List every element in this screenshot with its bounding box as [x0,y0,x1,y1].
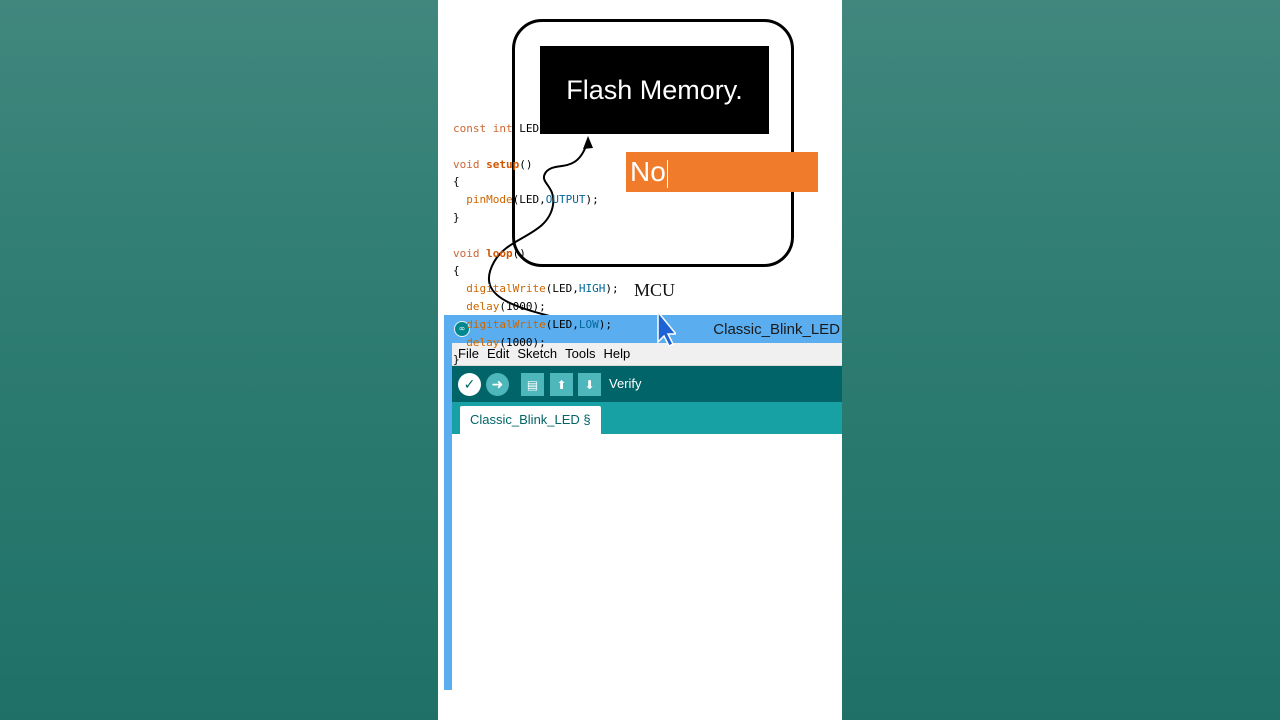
code-line: delay(1000); [466,299,546,313]
flash-memory-label: Flash Memory. [566,74,743,105]
code-line: } [453,210,460,224]
menu-sketch[interactable]: Sketch [517,346,558,361]
background-left [0,0,438,720]
code-line: delay(1000); [466,335,546,349]
video-frame: Flash Memory. No MCU ∞ Classic_Blink_LED… [438,0,842,720]
code-line [453,227,619,245]
new-button[interactable]: ▤ [521,373,544,396]
arduino-logo-icon: ∞ [454,321,470,337]
new-file-icon: ▤ [526,377,539,392]
verify-button[interactable]: ✓ [458,373,481,396]
typing-text: No [630,156,666,187]
upload-button[interactable]: ➜ [486,373,509,396]
code-line: void loop() [453,246,526,260]
text-caret [666,159,668,188]
background-right [842,0,1280,720]
window-title: Classic_Blink_LED [713,321,840,338]
open-arrow-up-icon: ⬆ [556,377,567,392]
toolbar: ✓ ➜ ▤ ⬆ ⬇ Verify [452,366,842,402]
code-line: { [453,264,460,278]
code-line: { [453,175,460,189]
code-editor[interactable]: const int LED = 13; void setup() { pinMo… [453,120,619,369]
flash-memory-block: Flash Memory. [540,46,769,134]
menu-help[interactable]: Help [603,346,631,361]
mouse-pointer-icon [657,310,676,348]
window-left-border [444,343,452,690]
check-icon: ✓ [463,376,476,393]
code-line: digitalWrite(LED,HIGH); [466,282,619,296]
code-line: digitalWrite(LED,LOW); [466,317,612,331]
code-line: pinMode(LED,OUTPUT); [466,193,599,207]
typing-overlay: No [626,152,818,192]
mcu-box [512,19,794,267]
mcu-label: MCU [634,280,676,300]
tab-bar: Classic_Blink_LED § [452,402,842,434]
save-button[interactable]: ⬇ [578,373,601,396]
tab-classic-blink-led[interactable]: Classic_Blink_LED § [460,406,601,434]
arrow-right-icon: ➜ [491,376,504,393]
save-arrow-down-icon: ⬇ [584,377,595,392]
toolbar-hint: Verify [609,376,642,391]
code-line: const int LED = 13; [453,122,579,135]
arduino-ide-window: ∞ Classic_Blink_LED File Edit Sketch Tools H… [444,315,842,690]
open-button[interactable]: ⬆ [550,373,573,396]
menu-edit[interactable]: Edit [486,346,510,361]
code-line: } [453,353,460,367]
menu-file[interactable]: File [458,346,479,361]
menu-tools[interactable]: Tools [565,346,596,361]
connection-arrow [487,136,605,329]
menu-bar: File Edit Sketch Tools Help [452,343,842,366]
title-bar: ∞ Classic_Blink_LED [444,315,842,343]
code-line [453,138,619,156]
code-line: void setup() [453,157,533,171]
